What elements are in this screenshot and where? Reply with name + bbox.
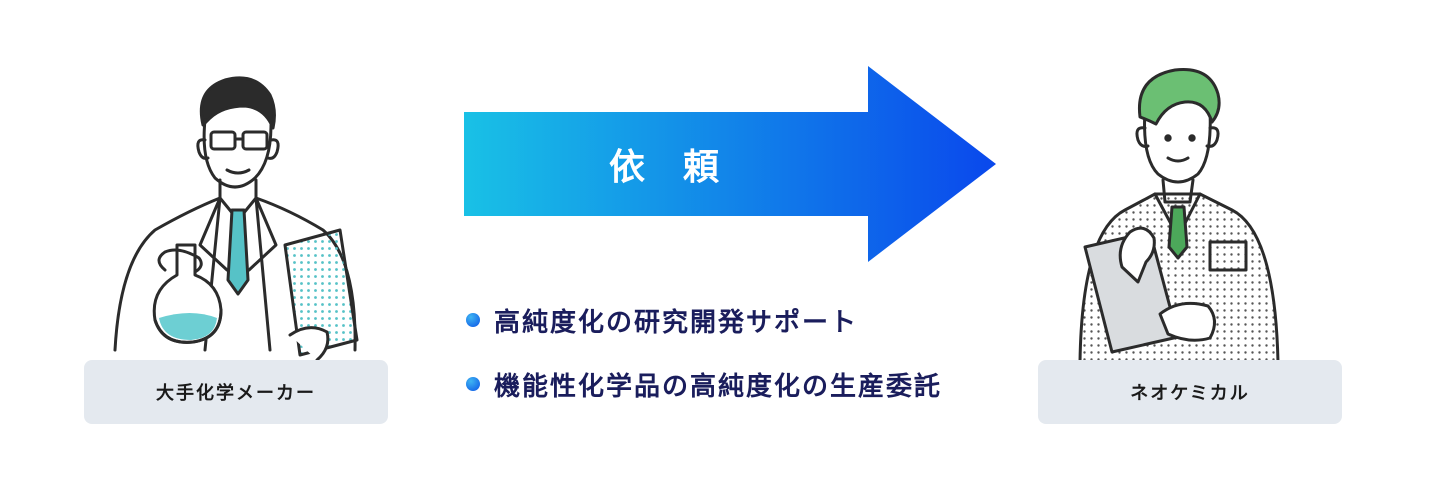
list-item: 高純度化の研究開発サポート bbox=[466, 300, 942, 340]
list-item: 機能性化学品の高純度化の生産委託 bbox=[466, 364, 942, 404]
list-item-text: 高純度化の研究開発サポート bbox=[494, 307, 859, 338]
arrow-label: 依頼 bbox=[608, 147, 757, 188]
right-company-label: ネオケミカル bbox=[1038, 360, 1342, 424]
scientist-with-flask-icon bbox=[113, 76, 359, 362]
bullet-dot-icon bbox=[466, 377, 480, 391]
service-list: 高純度化の研究開発サポート 機能性化学品の高純度化の生産委託 bbox=[466, 300, 942, 428]
worker-with-clipboard-icon bbox=[1078, 68, 1280, 364]
bullet-dot-icon bbox=[466, 313, 480, 327]
list-item-text: 機能性化学品の高純度化の生産委託 bbox=[494, 371, 943, 402]
request-arrow bbox=[464, 66, 996, 262]
left-company-label: 大手化学メーカー bbox=[84, 360, 388, 424]
